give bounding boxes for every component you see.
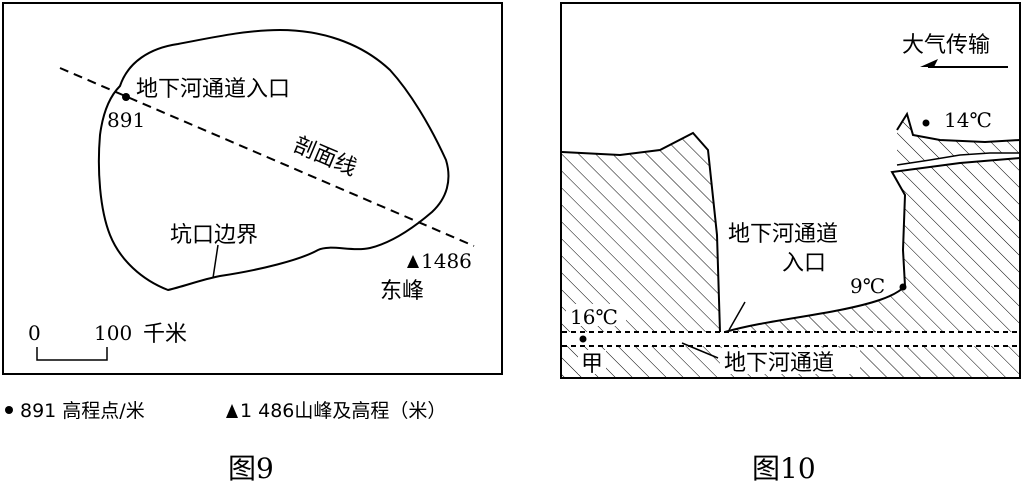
temp-wall-label: 9℃ (850, 274, 885, 298)
rock-right (725, 158, 1020, 332)
rock-ledge-bottom (896, 152, 1020, 166)
crater-boundary-leader (212, 244, 219, 279)
entrance-label-line2: 入口 (782, 251, 826, 276)
peak-triangle-icon (407, 255, 419, 268)
figure-9-caption: 图9 (228, 452, 274, 485)
scale-unit-label: 千米 (143, 322, 187, 347)
channel-label: 地下河通道 (724, 351, 834, 376)
atmosphere-arrow-icon (920, 59, 938, 67)
temp-top-label: 14℃ (944, 108, 992, 132)
peak-elevation-label: 1486 (421, 249, 472, 273)
temp-top-marker (922, 119, 930, 127)
scale-100-label: 100 (94, 321, 132, 345)
entrance-leader (728, 301, 746, 331)
elevation-891-label: 891 (107, 108, 145, 132)
jia-point-marker (579, 335, 587, 343)
temp-jia-label: 16℃ (570, 305, 618, 329)
figure-9: 地下河通道入口 891 剖面线 坑口边界 1486 东峰 0 100 千米 (2, 2, 503, 375)
entrance-label-line1: 地下河通道 (728, 222, 838, 247)
peak-name-label: 东峰 (380, 279, 424, 304)
rock-left (562, 133, 720, 332)
jia-label: 甲 (581, 352, 603, 377)
rock-right-outline (724, 157, 1021, 333)
profile-line-label: 剖面线 (290, 133, 361, 182)
legend-point-icon (5, 406, 13, 414)
figure-10-frame (560, 2, 1021, 379)
underground-channel (562, 332, 1020, 346)
figure-10: 大气传输 14℃ 地下河通道 入口 9℃ 16℃ 甲 地下河通道 (560, 2, 1021, 379)
legend-peak-icon (226, 404, 238, 418)
rock-ledge-outline (896, 111, 1021, 144)
crater-boundary-label: 坑口边界 (170, 223, 258, 248)
figure-9-frame (2, 2, 503, 375)
entrance-point-marker (122, 93, 130, 101)
atmosphere-label: 大气传输 (902, 33, 990, 58)
rock-ledge (897, 114, 1020, 165)
legend: 891 高程点/米 1 486山峰及高程（米） (5, 400, 446, 422)
legend-peak-text: 1 486山峰及高程（米） (240, 400, 446, 422)
scale-zero-label: 0 (28, 321, 41, 345)
scale-bar (36, 347, 108, 361)
crater-boundary (97, 28, 450, 292)
legend-point-text: 891 高程点/米 (20, 400, 145, 422)
rock-left-outline (561, 131, 721, 333)
temp-wall-marker (899, 283, 907, 291)
entrance-label: 地下河通道入口 (136, 77, 290, 102)
figure-10-caption: 图10 (752, 452, 816, 485)
channel-leader (681, 342, 719, 359)
